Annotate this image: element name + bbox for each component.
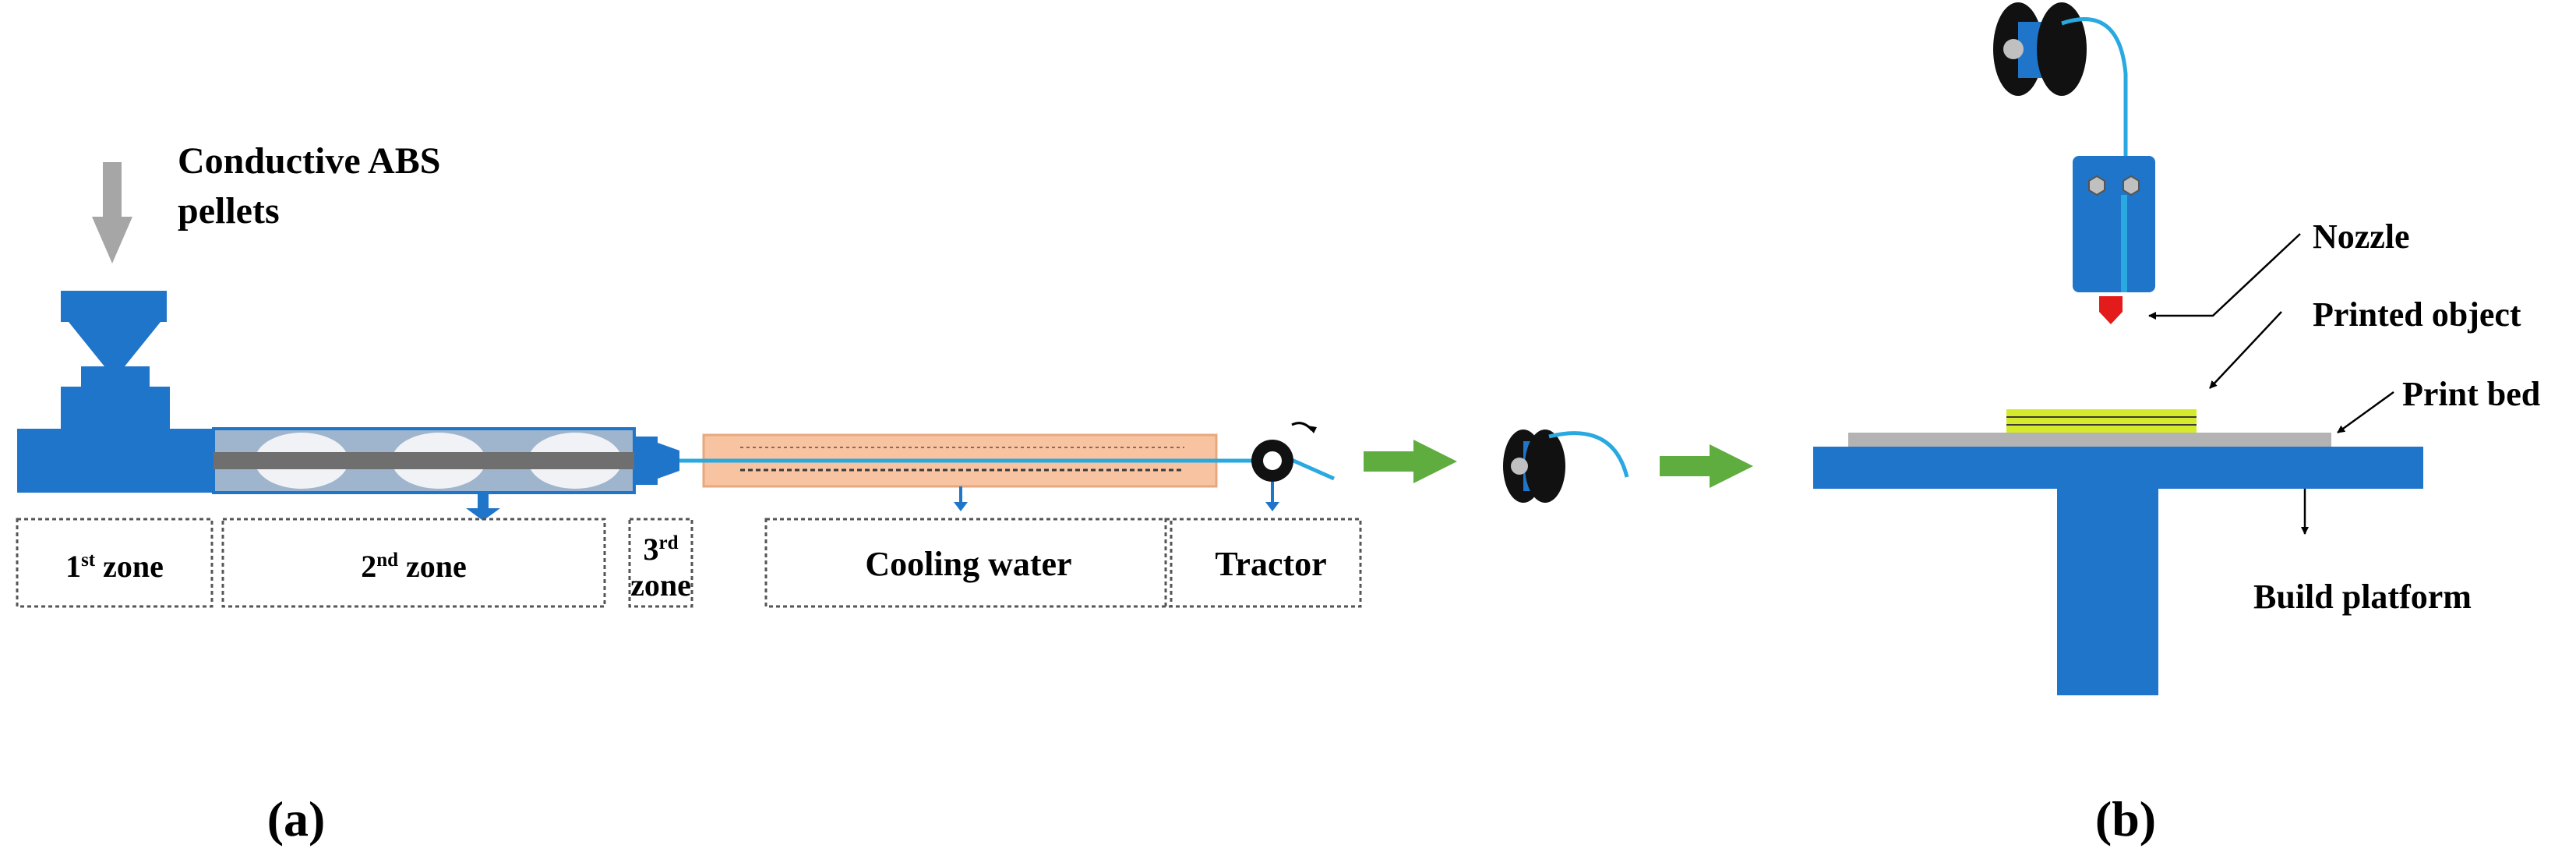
pellets-label-line1: Conductive ABS — [178, 140, 440, 182]
cooling-water-box: Cooling water — [764, 518, 1173, 608]
print-bed-assembly — [1813, 433, 2423, 695]
zone-1-box: 1st zone — [16, 518, 213, 608]
tractor-roller — [1251, 422, 1317, 482]
cooling-water-label: Cooling water — [865, 545, 1071, 583]
printed-object-label: Printed object — [2313, 295, 2521, 334]
extruder-die — [634, 437, 679, 485]
extruder-barrel — [212, 427, 636, 494]
barrel-outlet-arrow — [466, 493, 500, 521]
pellet-feed-arrow — [92, 162, 132, 263]
nozzle-callout: Nozzle — [2148, 217, 2410, 320]
flow-arrow-2 — [1660, 444, 1753, 488]
print-bed-label: Print bed — [2402, 375, 2540, 413]
svg-text:zone: zone — [630, 567, 691, 603]
printed-object-callout: Printed object — [2209, 295, 2521, 389]
build-platform-label: Build platform — [2253, 578, 2472, 616]
svg-text:2nd zone: 2nd zone — [361, 549, 467, 584]
filament-spool — [1503, 430, 1629, 503]
cooling-water-arrow — [954, 486, 968, 511]
printer-spool — [1993, 2, 2087, 96]
svg-text:3rd: 3rd — [644, 532, 679, 567]
printed-object — [2006, 409, 2197, 433]
extruder-motor-block — [17, 429, 213, 493]
tractor-label: Tractor — [1215, 545, 1326, 583]
hopper — [61, 291, 170, 429]
nozzle-tip — [2099, 296, 2123, 324]
caption-b: (b) — [2095, 791, 2156, 847]
tractor-arrow — [1265, 482, 1279, 511]
caption-a: (a) — [267, 791, 326, 847]
svg-text:1st zone: 1st zone — [65, 549, 164, 584]
printer-feed-filament — [2061, 17, 2128, 171]
build-platform-callout: Build platform — [2253, 489, 2472, 616]
zone-3-box: 3rd zone — [628, 518, 693, 608]
print-bed-callout: Print bed — [2337, 375, 2540, 434]
flow-arrow-1 — [1364, 440, 1457, 483]
pellets-label-line2: pellets — [178, 190, 280, 232]
zone-2-box: 2nd zone — [221, 518, 606, 608]
tractor-box: Tractor — [1164, 518, 1362, 608]
print-head — [2073, 156, 2155, 292]
nozzle-label: Nozzle — [2313, 217, 2410, 256]
